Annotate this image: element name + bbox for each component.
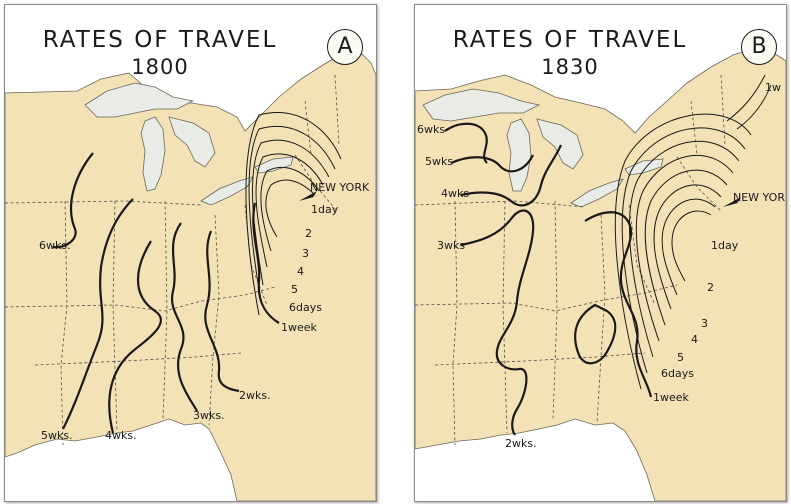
lake-michigan: [140, 116, 166, 192]
isochrone-6wks: [444, 122, 488, 164]
label-3: 3: [302, 247, 309, 260]
label-1day: 1day: [711, 239, 739, 252]
label-3: 3: [701, 317, 708, 330]
isochrone-6wks: [52, 152, 94, 249]
map-year: 1800: [131, 55, 189, 79]
label-1week-ne: 1w: [765, 81, 781, 94]
label-1week: 1week: [281, 321, 318, 334]
label-5wks: 5wks: [425, 155, 453, 168]
label-4: 4: [691, 333, 698, 346]
label-5: 5: [291, 283, 298, 296]
label-1week: 1week: [653, 391, 690, 404]
label-6days: 6days: [289, 301, 322, 314]
label-4wks: 4wks: [441, 187, 469, 200]
map-title: RATES OF TRAVEL: [452, 27, 688, 53]
isochrone-1week: [252, 202, 280, 324]
label-3wks: 3wks: [437, 239, 465, 252]
isochrone-3wks: [170, 222, 198, 412]
label-6wks: 6wks: [417, 123, 445, 136]
lake-huron: [536, 118, 584, 170]
map-1800: NEW YORK 1day 2 3 4 5 6days 1week 2wks. …: [5, 48, 376, 501]
isochrones-major: [52, 152, 280, 434]
new-york-arrow: [299, 191, 321, 201]
lake-erie: [200, 176, 254, 206]
label-new-york: NEW YORK: [310, 181, 370, 194]
panel-letter-badge: A: [327, 29, 363, 65]
isochrones-minor: [245, 112, 342, 316]
label-2wks: 2wks.: [239, 389, 271, 402]
isochrone-4wks: [108, 240, 162, 434]
label-5wks: 5wks.: [41, 429, 73, 442]
label-3wks: 3wks.: [193, 409, 225, 422]
isochrones-major: [444, 122, 653, 436]
isochrone-3wks: [460, 209, 535, 436]
label-new-york: NEW YORK: [733, 191, 786, 204]
map-1830: NEW YORK 1day 2 3 4 5 6days 1week 1w 2wk…: [415, 48, 786, 501]
lake-erie: [570, 178, 624, 208]
new-york-arrow: [723, 197, 745, 207]
label-4: 4: [297, 265, 304, 278]
lake-superior: [84, 82, 195, 118]
map-panel-1830: NEW YORK 1day 2 3 4 5 6days 1week 1w 2wk…: [414, 4, 787, 502]
lake-ontario: [254, 156, 294, 174]
label-2: 2: [305, 227, 312, 240]
isochrones-minor: [614, 74, 772, 390]
isochrone-5wks: [450, 154, 534, 173]
lake-michigan: [506, 118, 532, 192]
lake-superior: [422, 88, 541, 122]
panel-letter-badge: B: [741, 29, 777, 65]
isochrone-4wks: [460, 144, 563, 207]
label-2: 2: [707, 281, 714, 294]
label-5: 5: [677, 351, 684, 364]
label-6wks: 6wks.: [39, 239, 71, 252]
isochrone-5wks: [62, 198, 134, 430]
isochrone-2wks: [204, 230, 240, 393]
map-title: RATES OF TRAVEL: [42, 27, 278, 53]
map-year: 1830: [541, 55, 599, 79]
label-1day: 1day: [311, 203, 339, 216]
state-boundaries: [415, 74, 726, 446]
isochrone-1week: [584, 211, 653, 398]
lake-huron: [168, 116, 216, 168]
label-6days: 6days: [661, 367, 694, 380]
label-4wks: 4wks.: [105, 429, 137, 442]
isochrone-2wks: [574, 303, 617, 365]
label-2wks: 2wks.: [505, 437, 537, 450]
map-panel-1800: NEW YORK 1day 2 3 4 5 6days 1week 2wks. …: [4, 4, 377, 502]
